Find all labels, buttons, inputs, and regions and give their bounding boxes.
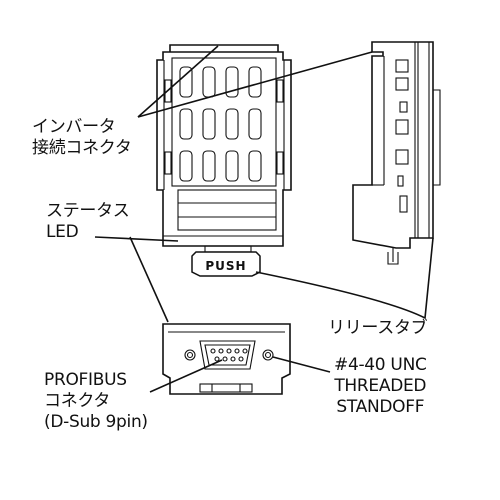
leader-led-2 (129, 236, 169, 323)
push-text: PUSH (205, 259, 246, 273)
label-profibus-line1: PROFIBUS (44, 370, 127, 390)
label-release-tab: リリースタブ (328, 318, 428, 339)
leader-profibus (149, 359, 223, 393)
label-standoff-line1: #4-40 UNC (334, 355, 427, 375)
label-standoff-line2: THREADED (334, 376, 427, 396)
threaded-standoff-icon (184, 349, 274, 361)
leader-release-1 (255, 271, 426, 319)
label-profibus-line2: コネクタ (44, 391, 111, 411)
leader-led-1 (94, 236, 179, 242)
label-status-led-line1: ステータス (46, 201, 130, 221)
module-bottom-view (162, 323, 291, 395)
label-profibus-line3: (D-Sub 9pin) (44, 412, 148, 432)
label-inverter-connector-line2: 接続コネクタ (32, 138, 132, 158)
module-side-view (352, 41, 441, 265)
dsub-9pin-connector-icon (199, 340, 256, 370)
status-led-window (177, 189, 277, 231)
label-standoff-line3: STANDOFF (336, 397, 425, 417)
module-front-view: PUSH (156, 44, 292, 277)
leader-release-2 (424, 237, 434, 319)
label-status-led-line2: LED (46, 222, 79, 242)
label-status-led: ステータス LED (46, 201, 130, 243)
label-inverter-connector: インバータ 接続コネクタ (32, 117, 132, 159)
leader-lines (94, 45, 434, 393)
leader-inverter-1 (137, 45, 219, 118)
leader-standoff (272, 356, 331, 373)
release-tab: PUSH (191, 245, 261, 277)
label-release-tab-text: リリースタブ (328, 318, 428, 338)
label-standoff: #4-40 UNC THREADED STANDOFF (334, 355, 427, 418)
label-inverter-connector-line1: インバータ (32, 117, 116, 137)
vent-slots (179, 66, 262, 182)
leader-inverter-2 (137, 51, 373, 118)
label-profibus-connector: PROFIBUS コネクタ (D-Sub 9pin) (44, 370, 148, 433)
